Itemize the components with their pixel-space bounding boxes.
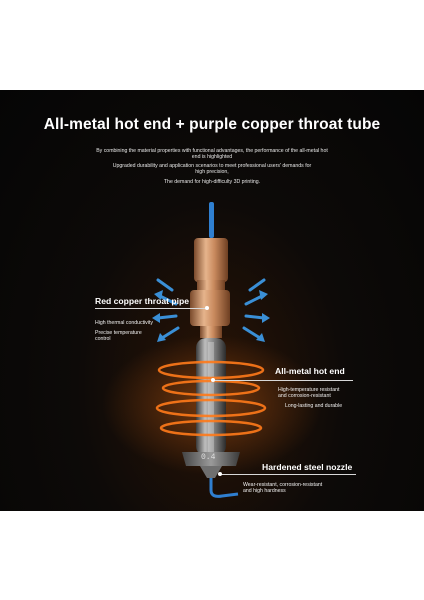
intro-line-2: end is highlighted	[191, 154, 233, 160]
page-title: All-metal hot end + purple copper throat…	[43, 116, 381, 133]
intro-line-4: high precision,	[195, 169, 229, 175]
hot-end-label: All-metal hot end	[275, 366, 345, 376]
throat-note-2: Precise temperature	[95, 330, 142, 336]
filament-top	[209, 202, 214, 238]
nozzle-leader-line	[220, 474, 356, 475]
intro-line-3: Upgraded durability and application scen…	[112, 163, 312, 169]
intro-line-1: By combining the material properties wit…	[96, 148, 328, 154]
nozzle-marking: 0.4	[201, 453, 216, 462]
throat-leader-dot	[205, 306, 209, 310]
nozzle-note-1: Wear-resistant, corrosion-resistant	[243, 482, 323, 488]
intro-line-5: The demand for high-difficulty 3D printi…	[163, 179, 261, 185]
airflow-arrows	[156, 278, 266, 340]
hot-end-note-1: High-temperature resistant	[278, 387, 340, 393]
throat-note-3: control	[95, 336, 111, 342]
hot-end-leader-dot	[211, 378, 215, 382]
hot-end-note-3: Long-lasting and durable	[285, 403, 343, 409]
nozzle	[182, 452, 240, 478]
throat-note-1: High thermal conductivity	[95, 320, 153, 326]
hot-end-note-2: and corrosion-resistant	[278, 393, 331, 399]
nozzle-label: Hardened steel nozzle	[262, 462, 353, 472]
steel-hot-end-body	[196, 338, 226, 456]
airflow-arrowheads	[152, 290, 270, 342]
nozzle-note-2: and high hardness	[243, 488, 286, 494]
nozzle-leader-dot	[218, 472, 222, 476]
hot-end-leader-line	[213, 380, 353, 381]
throat-leader-line	[95, 308, 207, 309]
throat-pipe-label: Red copper throat pipe	[95, 296, 190, 306]
hotend-illustration	[102, 202, 322, 498]
filament-extrusion	[209, 478, 239, 498]
product-image-panel: All-metal hot end + purple copper throat…	[0, 90, 424, 511]
copper-throat-pipe	[190, 238, 230, 338]
